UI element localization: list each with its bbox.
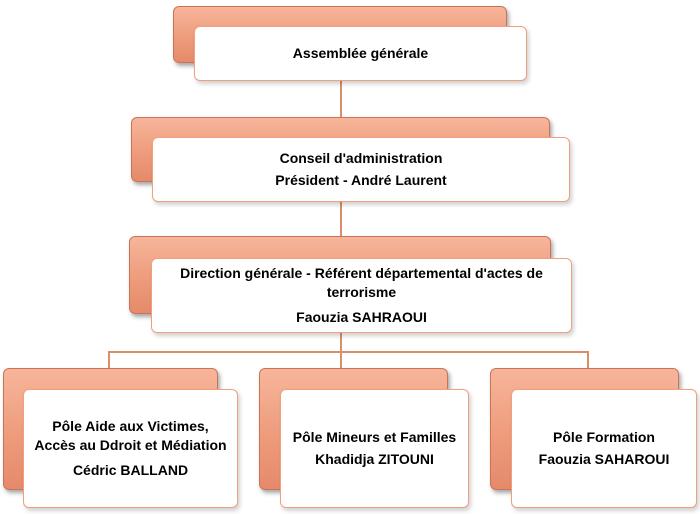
connector-bus-pole-2 — [340, 351, 342, 371]
direction-title-line1: Direction générale - Référent départemen… — [180, 265, 543, 281]
board-president: Président - André Laurent — [275, 172, 447, 188]
assembly-node: Assemblée générale — [194, 26, 527, 81]
board-title: Conseil d'administration — [279, 150, 443, 166]
direction-title-line2: terrorisme — [326, 284, 397, 300]
pole-1-person: Cédric BALLAND — [72, 462, 189, 478]
pole-2-title: Pôle Mineurs et Familles — [292, 429, 457, 445]
connector-assembly-board — [340, 80, 342, 137]
connector-board-direction — [340, 202, 342, 258]
connector-bus-pole-1 — [108, 351, 110, 371]
pole-2-person: Khadidja ZITOUNI — [315, 451, 434, 467]
pole-1-node: Pôle Aide aux Victimes, Accès au Ddroit … — [23, 389, 238, 508]
direction-person: Faouzia SAHRAOUI — [296, 309, 427, 325]
assembly-title: Assemblée générale — [292, 45, 429, 61]
pole-1-title-line1: Pôle Aide aux Victimes, — [52, 418, 209, 434]
board-node: Conseil d'administration Président - And… — [152, 137, 570, 202]
pole-2-node: Pôle Mineurs et Familles Khadidja ZITOUN… — [280, 389, 469, 508]
direction-node: Direction générale - Référent départemen… — [151, 258, 572, 333]
pole-1-title-line2: Accès au Ddroit et Médiation — [34, 437, 227, 453]
pole-3-node: Pôle Formation Faouzia SAHAROUI — [511, 389, 697, 508]
connector-horizontal-bus — [108, 351, 589, 353]
connector-bus-pole-3 — [587, 351, 589, 371]
connector-direction-bus — [340, 332, 342, 352]
pole-3-title: Pôle Formation — [553, 429, 655, 445]
pole-3-person: Faouzia SAHAROUI — [538, 451, 670, 467]
